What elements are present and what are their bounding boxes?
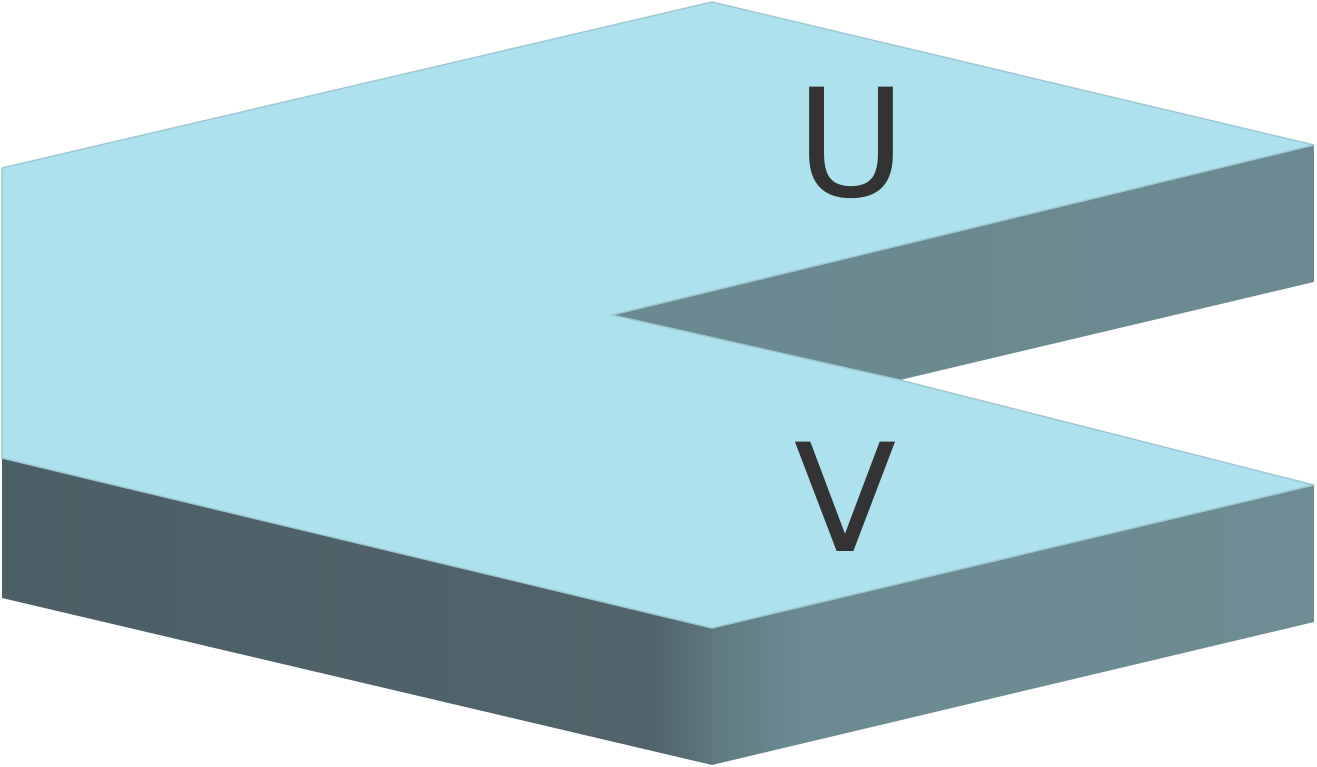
slab-front-right-face: [712, 485, 1314, 765]
slab-top-face: [1, 1, 1315, 629]
notch-inner-face: [612, 145, 1314, 380]
label-u: U: [796, 58, 906, 232]
label-v: V: [794, 413, 897, 587]
slab-front-left-face: [2, 458, 712, 765]
